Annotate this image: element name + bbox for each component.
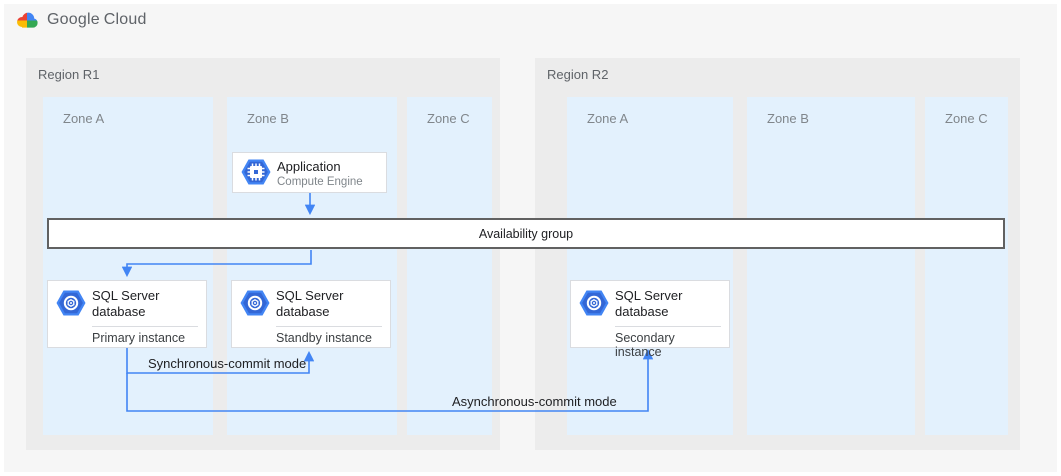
region-r1-zone-b: Zone B [227,97,397,435]
card-divider [615,325,721,327]
region-r2-zone-a: Zone A [567,97,733,435]
compute-engine-icon [241,159,271,190]
zone-label: Zone A [63,111,105,126]
zone-label: Zone A [587,111,629,126]
region-r2-label: Region R2 [547,67,609,82]
cloud-sql-icon [56,290,86,321]
sql-primary-title: SQL Server database [92,288,160,320]
google-cloud-icon [17,12,38,28]
region-r1-zone-c: Zone C [407,97,492,435]
region-r2-zone-b: Zone B [747,97,915,435]
zone-label: Zone C [427,111,470,126]
card-divider [276,325,382,327]
cloud-sql-icon [240,290,270,321]
application-card: Application Compute Engine [232,152,387,193]
sync-commit-label: Synchronous-commit mode [148,356,307,371]
cloud-sql-icon [579,290,609,321]
region-r1-label: Region R1 [38,67,100,82]
card-divider [92,325,198,327]
availability-group-label: Availability group [478,226,574,241]
availability-group-bar: Availability group [47,218,1005,249]
sql-secondary-instance: Secondary instance [615,330,675,359]
sql-secondary-card: SQL Server database Secondary instance [570,280,730,359]
logo-product: Cloud [103,11,147,28]
async-commit-label: Asynchronous-commit mode [452,394,617,409]
sql-secondary-title: SQL Server database [615,288,683,320]
region-r1-zone-a: Zone A [43,97,213,435]
sql-standby-card: SQL Server database Standby instance [231,280,391,348]
zone-label: Zone B [247,111,289,126]
sql-standby-instance: Standby instance [276,330,372,345]
logo-brand: Google [47,11,100,28]
sql-primary-instance: Primary instance [92,330,186,345]
region-r2-zone-c: Zone C [925,97,1008,435]
zone-label: Zone B [767,111,809,126]
sql-standby-title: SQL Server database [276,288,344,320]
application-title: Application [277,159,341,174]
application-subtitle: Compute Engine [277,176,363,189]
sql-primary-card: SQL Server database Primary instance [47,280,207,348]
zone-label: Zone C [945,111,988,126]
